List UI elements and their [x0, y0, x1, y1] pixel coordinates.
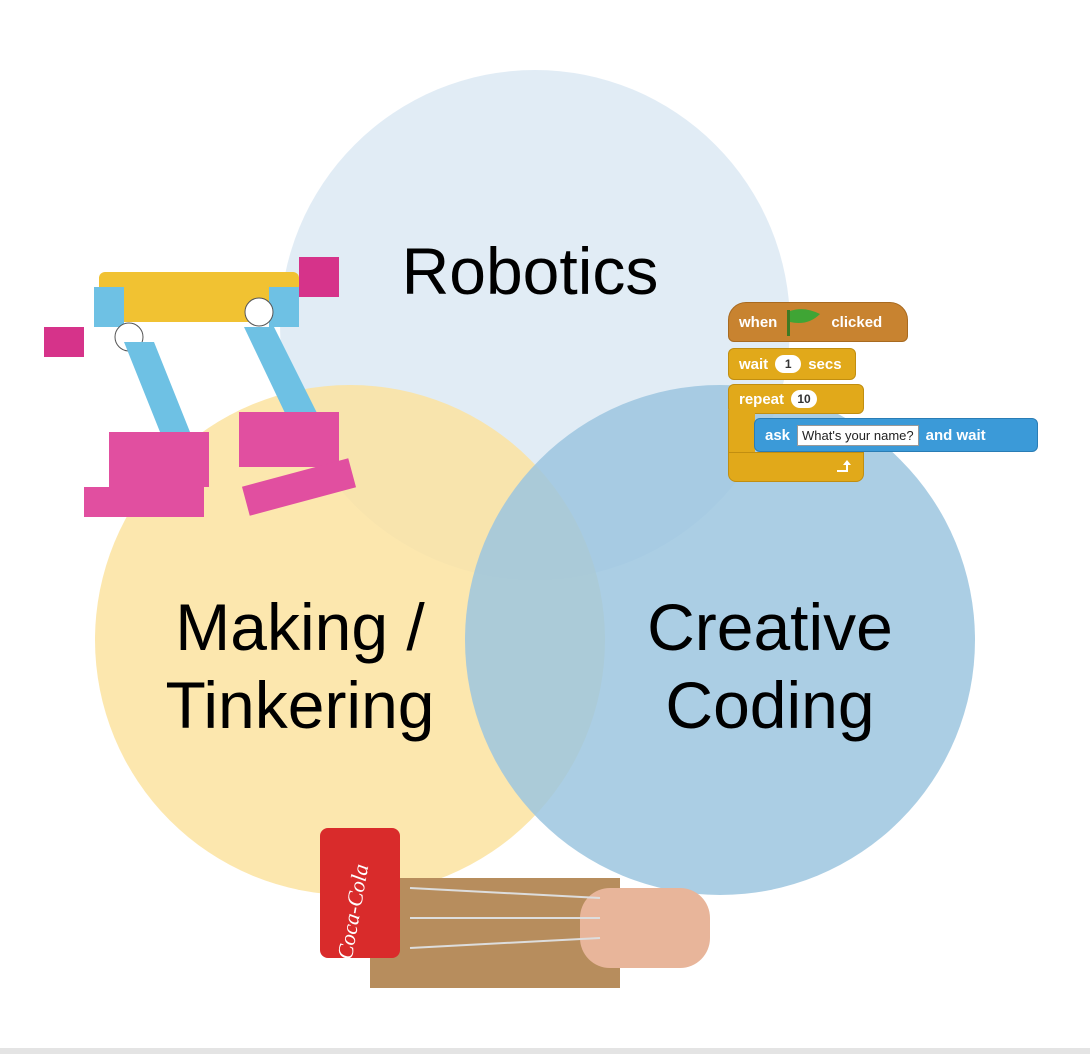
when-label: when: [739, 313, 778, 331]
bottom-bar: [0, 1048, 1090, 1054]
ask-label: ask: [765, 426, 791, 444]
repeat-block-bottom: [728, 452, 864, 482]
green-flag-icon: [787, 309, 821, 336]
secs-label: secs: [808, 355, 842, 373]
clicked-label: clicked: [831, 313, 883, 331]
loop-arrow-icon: [837, 460, 851, 472]
wait-value: 1: [775, 355, 802, 373]
robotics-label: Robotics: [401, 234, 659, 308]
wait-block: wait 1 secs: [728, 348, 856, 380]
making-circle: [95, 385, 605, 895]
when-flag-clicked-block: when clicked: [728, 302, 908, 342]
wait-label: wait: [739, 355, 769, 373]
repeat-block: repeat 10: [728, 384, 864, 414]
repeat-value: 10: [791, 390, 818, 408]
lego-robot-image: [44, 257, 357, 517]
repeat-label: repeat: [739, 390, 785, 408]
scratch-code-blocks: when clicked wait 1 secs repeat 10 ask W…: [728, 300, 1048, 490]
ask-and-wait-block: ask What's your name? and wait: [754, 418, 1038, 452]
coding-circle: [465, 385, 975, 895]
cardboard-hand-image: Coca-Cola: [320, 828, 710, 988]
ask-text-input: What's your name?: [797, 424, 919, 446]
making-tinkering-label: Making / Tinkering: [165, 590, 435, 742]
repeat-arm: [728, 410, 755, 454]
and-wait-label: and wait: [925, 426, 986, 444]
creative-coding-label: Creative Coding: [647, 590, 893, 742]
